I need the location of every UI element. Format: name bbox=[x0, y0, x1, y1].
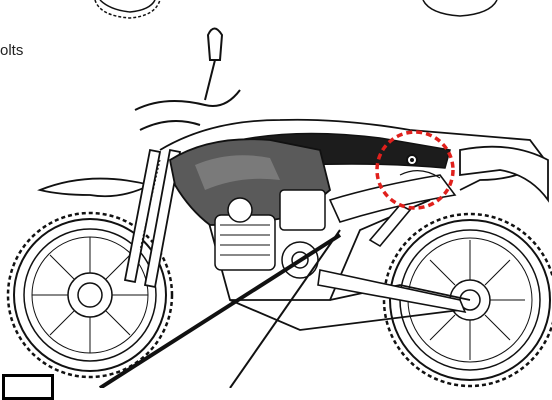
callout-box bbox=[2, 374, 54, 400]
front-fender bbox=[40, 179, 150, 197]
front-wheel bbox=[8, 213, 172, 377]
handlebar bbox=[135, 29, 240, 131]
rear-fender bbox=[460, 147, 548, 200]
bolts-label: olts bbox=[0, 42, 23, 59]
motorcycle-diagram bbox=[0, 0, 552, 388]
top-detail-circles bbox=[95, 0, 497, 18]
